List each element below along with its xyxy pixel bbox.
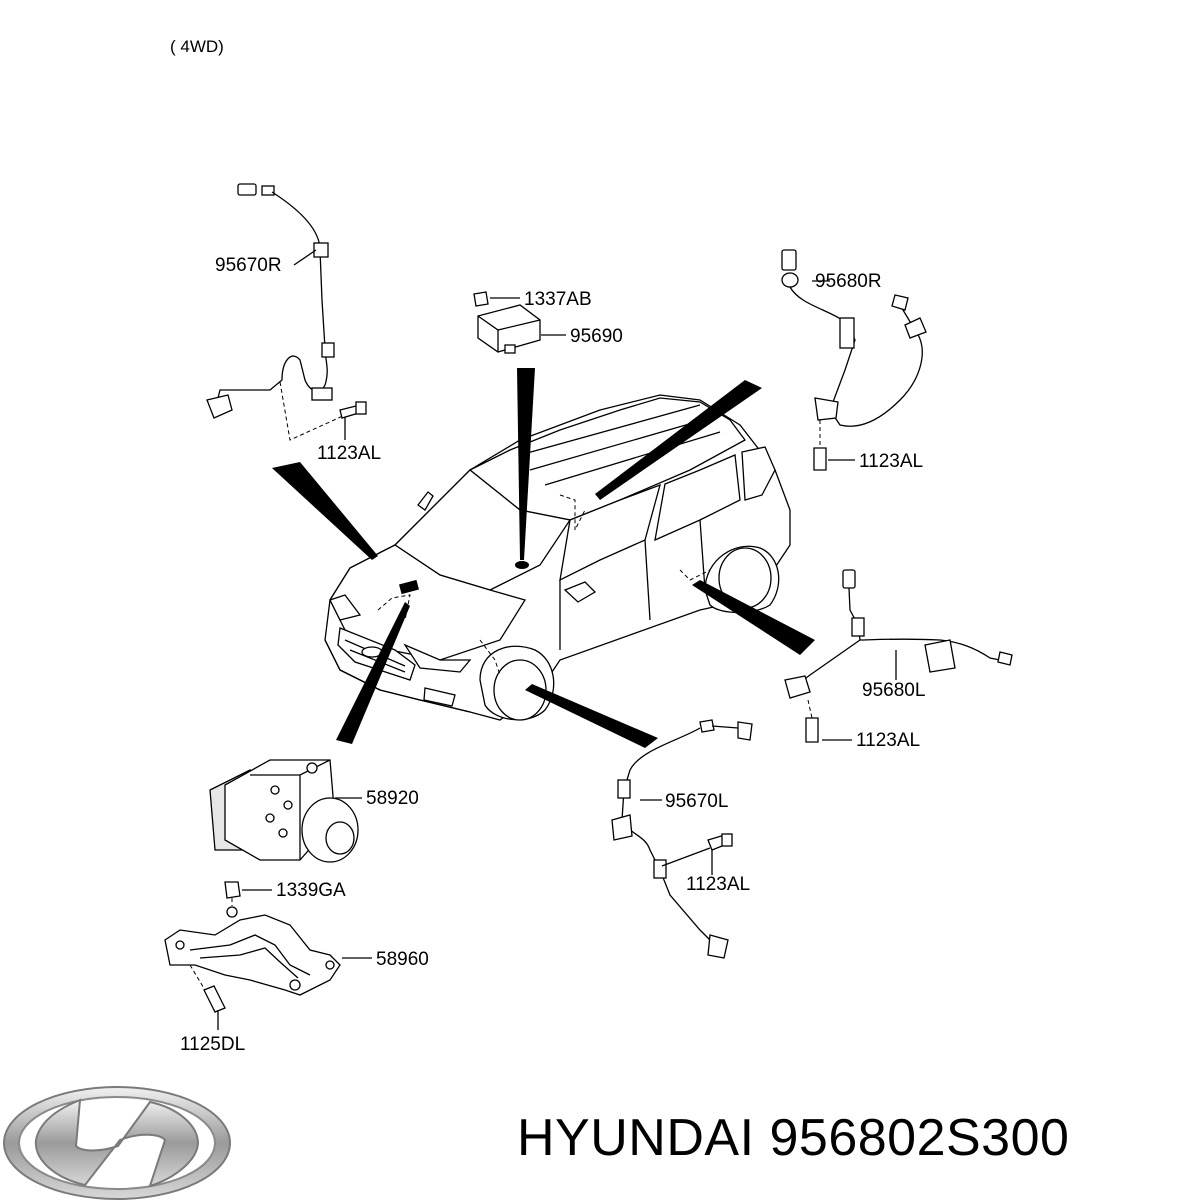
callout-1339GA: 1339GA: [276, 880, 346, 901]
hyundai-logo-icon: [3, 1086, 231, 1200]
callout-95690: 95690: [570, 326, 623, 347]
callout-58960: 58960: [376, 949, 429, 970]
callout-58920: 58920: [366, 788, 419, 809]
callout-1123AL-rear-left: 1123AL: [856, 730, 920, 751]
variant-label: ( 4WD): [170, 37, 224, 56]
brand-part-number-caption: HYUNDAI 956802S300: [517, 1109, 1070, 1167]
abs-hydraulic-unit: [209, 759, 359, 863]
callout-95670L: 95670L: [665, 791, 728, 812]
vehicle-illustration: [324, 394, 791, 721]
wheel-speed-sensor-rear-left: [784, 569, 1013, 743]
callout-1337AB: 1337AB: [524, 289, 592, 310]
callout-1125DL: 1125DL: [180, 1034, 245, 1055]
callout-1123AL-rear-right: 1123AL: [859, 451, 923, 472]
callout-1123AL-front-right: 1123AL: [317, 443, 381, 464]
callout-95680R: 95680R: [815, 271, 882, 292]
wheel-speed-sensor-rear-right: [781, 249, 927, 471]
callout-95670R: 95670R: [215, 255, 282, 276]
wheel-speed-sensor-front-left: [611, 719, 753, 959]
callout-1123AL-front-left: 1123AL: [686, 874, 750, 895]
yaw-rate-sensor-module: [473, 291, 541, 354]
abs-mounting-bracket: [164, 881, 341, 1013]
callout-pointers: [272, 368, 815, 748]
callout-95680L: 95680L: [862, 680, 925, 701]
wheel-speed-sensor-front-right: [206, 183, 367, 441]
